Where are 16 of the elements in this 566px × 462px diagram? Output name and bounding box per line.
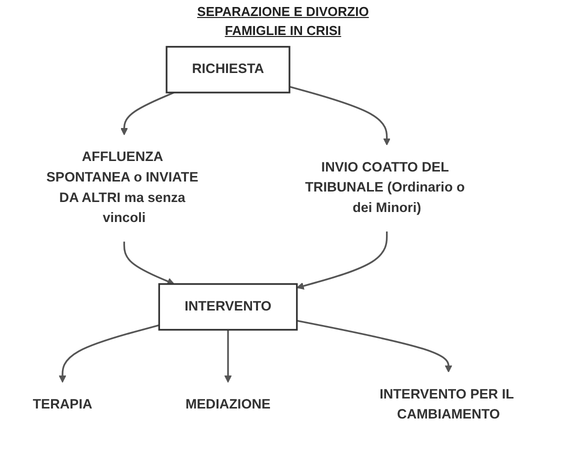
node-box: RICHIESTA — [166, 46, 290, 94]
subtitle: FAMIGLIE IN CRISI — [224, 23, 342, 38]
arrow — [289, 86, 391, 146]
node-text: INVIO COATTO DEL TRIBUNALE (Ordinario o dei Minori) — [305, 160, 465, 216]
node-box: INTERVENTO — [158, 283, 298, 331]
node-text: MEDIAZIONE — [185, 398, 271, 412]
arrow — [296, 320, 452, 372]
diagram-title: SEPARAZIONE E DIVORZIO — [196, 4, 370, 19]
node-text: INTERVENTO PER IL CAMBIAMENTO — [380, 387, 514, 422]
node-text: TERAPIA — [32, 398, 92, 412]
arrow — [120, 92, 174, 136]
arrow — [296, 231, 388, 290]
node-text: AFFLUENZA SPONTANEA o INVIATE DA ALTRI ma senza vincoli — [46, 150, 198, 226]
arrow — [224, 330, 232, 383]
arrow — [123, 242, 174, 285]
arrow — [58, 324, 160, 383]
